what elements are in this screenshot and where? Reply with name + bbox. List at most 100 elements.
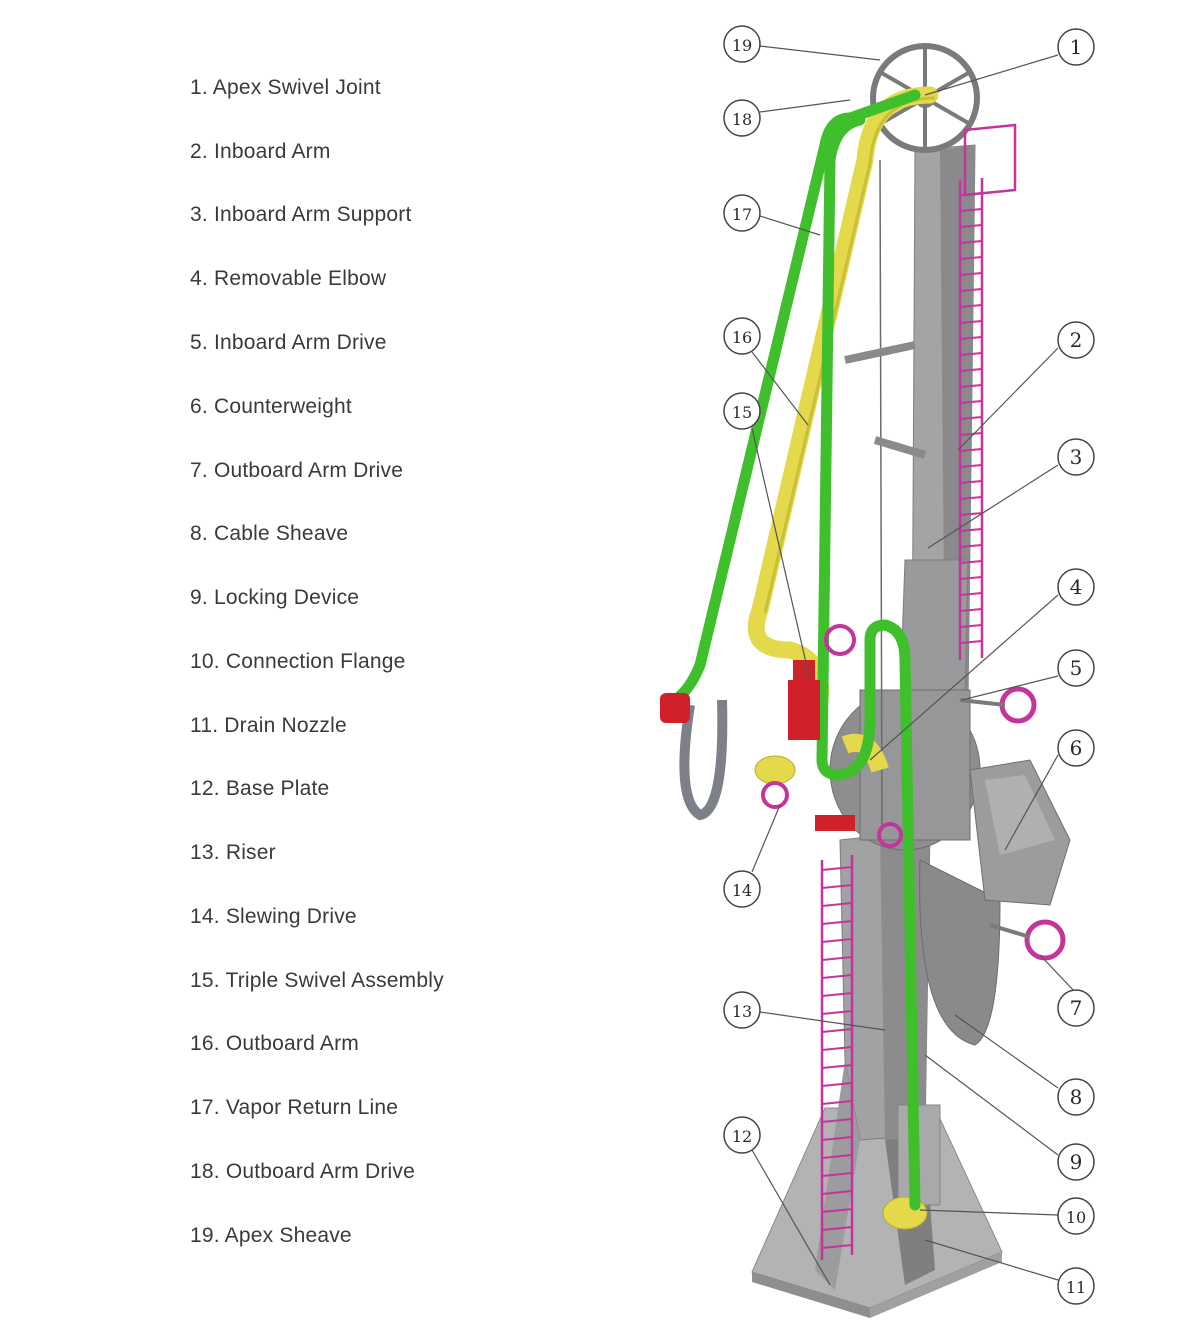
ladder-rung [959,544,983,548]
ladder-rung [959,448,983,452]
legend-item-drain-nozzle: 11. Drain Nozzle [190,714,347,737]
legend-item-base-plate: 12. Base Plate [190,777,330,800]
svg-text:7: 7 [1070,996,1083,1020]
ladder-rung [821,1082,853,1087]
ladder-rung [959,480,983,484]
svg-text:2: 2 [1070,328,1083,352]
ladder-rung [821,992,853,997]
ladder-rung [821,956,853,961]
inboard-arm-support-mast [899,144,976,701]
ladder-rung [821,974,853,979]
svg-text:14: 14 [732,881,752,900]
legend-item-counterweight: 6. Counterweight [190,395,352,418]
callout-16: 16 [723,317,761,355]
svg-text:16: 16 [732,328,752,347]
callout-18: 18 [723,99,761,137]
hose-loop [679,699,728,821]
legend-item-connection-flange: 10. Connection Flange [190,650,406,673]
legend-item-locking-device: 9. Locking Device [190,586,360,609]
vapor-return-line-vertical [816,114,866,781]
ladder-rung [959,640,983,644]
ladder-rung [821,1172,853,1177]
callout-6: 6 [1057,729,1095,767]
ladder-rung [959,400,983,404]
svg-text:17: 17 [732,205,752,224]
svg-text:1: 1 [1070,35,1083,59]
callout-3: 3 [1057,438,1095,476]
svg-text:19: 19 [732,36,752,55]
upper-ladder-rungs [959,192,983,644]
inboard-arm-drive-wheel [824,624,856,656]
ladder-rung [959,576,983,580]
ladder-rung [959,240,983,244]
ladder-rung [959,528,983,532]
callout-5: 5 [1057,649,1095,687]
callout-9: 9 [1057,1143,1095,1181]
ladder-rung [821,866,853,871]
svg-text:3: 3 [1070,445,1083,469]
ladder-rung [959,592,983,596]
cable-sheave-housing [919,859,1001,1046]
ladder-rung [821,902,853,907]
ladder-rung [821,1028,853,1033]
callout-7: 7 [1057,989,1095,1027]
ladder-rung [959,464,983,468]
svg-text:12: 12 [732,1127,752,1146]
legend-item-triple-swivel-assembly: 15. Triple Swivel Assembly [190,969,444,992]
ladder-rung [959,624,983,628]
svg-text:15: 15 [732,403,752,422]
legend-item-inboard-arm-support: 3. Inboard Arm Support [190,203,412,226]
svg-text:10: 10 [1066,1208,1086,1227]
svg-text:8: 8 [1070,1085,1083,1109]
callout-11: 11 [1057,1267,1095,1305]
lower-ladder-rungs [821,866,853,1249]
callout-13: 13 [723,991,761,1029]
legend-item-riser: 13. Riser [190,841,276,864]
ladder-rung [821,1154,853,1159]
callout-19: 19 [723,25,761,63]
ladder-rung [821,1244,853,1249]
legend-item-apex-sheave: 19. Apex Sheave [190,1224,352,1247]
ladder-rung [959,208,983,212]
ladder-rung [959,368,983,372]
callout-14: 14 [723,870,761,908]
ladder-rung [959,336,983,340]
slewing-drive-wheel [761,781,789,809]
callout-17: 17 [723,194,761,232]
ladder-rung [959,512,983,516]
ladder-rung [959,192,983,196]
drive-wheels [761,624,1066,961]
ladder-rung [821,1046,853,1051]
svg-text:18: 18 [732,110,752,129]
ladder-rung [821,920,853,925]
legend-item-outboard-arm: 16. Outboard Arm [190,1032,359,1055]
ladder-rung [959,320,983,324]
ladder-rung [821,1118,853,1123]
base-plate [751,1107,1003,1318]
inboard-arm-drive-wheel-2 [999,686,1037,724]
legend-item-removable-elbow: 4. Removable Elbow [190,267,387,290]
vapor-return-drop [834,619,921,1211]
legend-item-cable-sheave: 8. Cable Sheave [190,522,349,545]
callout-2: 2 [1057,321,1095,359]
callout-leaders [751,45,1076,1286]
ladder-rung [959,432,983,436]
ladder-rung [959,224,983,228]
ladder-rung [821,1010,853,1015]
legend-item-vapor-return-line: 17. Vapor Return Line [190,1096,399,1119]
ladder-rung [821,938,853,943]
legend-item-outboard-arm-drive-2: 18. Outboard Arm Drive [190,1160,415,1183]
loading-arm-diagram: 1 2 3 4 5 6 7 8 9 10 11 12 13 14 15 16 1… [660,25,1095,1318]
ladder-rung [821,1226,853,1231]
svg-text:13: 13 [732,1002,752,1021]
ladder-rung [821,1190,853,1195]
callout-15: 15 [723,392,761,430]
ladder-rung [821,1064,853,1069]
ladder-rung [959,384,983,388]
legend-item-outboard-arm-drive: 7. Outboard Arm Drive [190,459,404,482]
legend-item-inboard-arm-drive: 5. Inboard Arm Drive [190,331,387,354]
callout-8: 8 [1057,1078,1095,1116]
svg-text:4: 4 [1070,575,1083,599]
mast-brace [873,436,927,459]
svg-text:11: 11 [1066,1278,1086,1297]
